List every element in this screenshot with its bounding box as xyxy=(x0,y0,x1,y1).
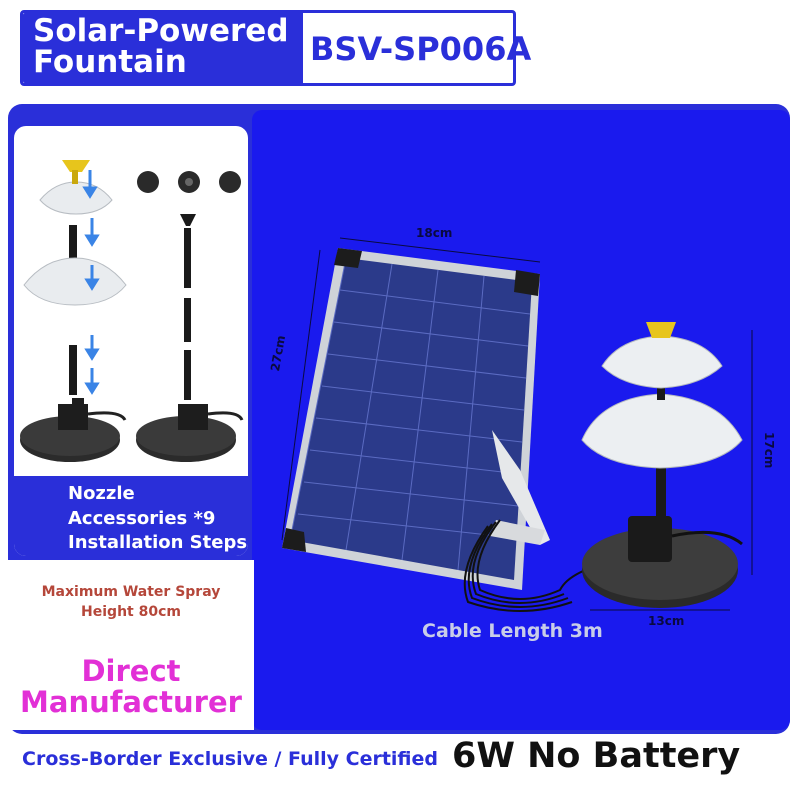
direct-line-1: Direct xyxy=(81,654,181,688)
footer xyxy=(0,736,800,800)
panel-width-label: 18cm xyxy=(416,226,453,240)
base-width-label: 13cm xyxy=(648,614,685,628)
header xyxy=(20,10,516,86)
spray-line-1: Maximum Water Spray xyxy=(41,584,221,600)
direct-line-2: Manufacturer xyxy=(20,685,242,719)
caption-nozzle: Nozzle xyxy=(68,483,135,504)
certified-text: Cross-Border Exclusive / Fully Certified xyxy=(22,748,438,770)
info-area xyxy=(8,560,254,730)
title-line-1: Solar-Powered xyxy=(33,13,289,49)
cable-length: Cable Length 3m xyxy=(422,620,603,642)
spray-height: Maximum Water Spray Height 80cm xyxy=(20,582,242,622)
battery-text: 6W No Battery xyxy=(452,736,741,776)
caption-installation: Installation Steps xyxy=(68,532,248,553)
caption-accessories: Accessories *9 xyxy=(68,508,216,529)
model-number: BSV-SP006A xyxy=(310,30,532,68)
title-block xyxy=(23,13,303,83)
installation-caption-bg xyxy=(14,476,248,556)
fountain-height-label: 17cm xyxy=(762,432,776,469)
spray-line-2: Height 80cm xyxy=(81,604,181,620)
title-line-2: Fountain xyxy=(33,44,187,80)
direct-manufacturer: Direct Manufacturer xyxy=(0,656,262,718)
